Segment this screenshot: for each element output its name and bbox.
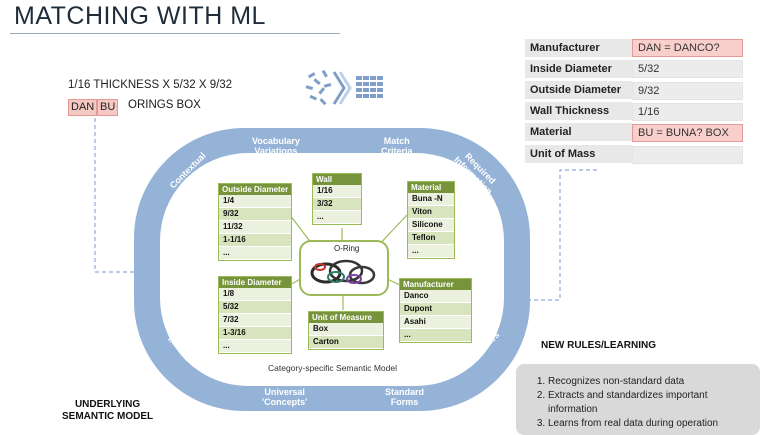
category-unit-of-measure: Unit of Measure Box Carton [308,311,384,350]
learning-panel: Recognizes non-standard data Extracts an… [516,364,760,435]
category-header: Unit of Measure [309,312,383,323]
attr-label-outside-diameter: Outside Diameter [525,81,632,99]
oring-image [310,259,376,285]
category-row: 1-1/16 [219,234,291,247]
scattered-data-icon [305,69,332,106]
learning-item: Extracts and standardizes important info… [548,389,752,417]
category-header: Inside Diameter [219,277,291,288]
category-row: ... [219,247,291,260]
category-row: Teflon [408,232,454,245]
attr-label-manufacturer: Manufacturer [525,39,632,57]
page-title: MATCHING WITH ML [14,2,266,30]
category-header: Material [408,182,454,193]
category-row: Box [309,323,383,336]
category-row: 5/32 [219,301,291,314]
category-outside-diameter: Outside Diameter 1/4 9/32 11/32 1-1/16 .… [218,183,292,261]
category-row: Carton [309,336,383,349]
category-row: 1/8 [219,288,291,301]
attr-label-material: Material [525,123,632,141]
learning-item: Learns from real data during operation [548,417,752,431]
attr-value-unit-of-mass [632,146,743,164]
ring-label-vocabulary: Vocabulary Variations [252,136,300,156]
category-row: Buna -N [408,193,454,206]
category-header: Manufacturer [400,279,471,290]
ring-label-universal: Universal 'Concepts' [262,387,308,407]
ring-label-standard: Standard Forms [385,387,425,407]
attr-value-inside-diameter: 5/32 [632,60,743,78]
attr-label-wall-thickness: Wall Thickness [525,102,632,120]
category-row: Asahi [400,316,471,329]
ring-label-match: Match Criteria [381,136,413,156]
category-row: 1-3/16 [219,327,291,340]
category-row: 1/4 [219,195,291,208]
attr-value-manufacturer: DAN = DANCO? [632,39,743,57]
category-manufacturer: Manufacturer Danco Dupont Asahi ... [399,278,472,343]
attr-value-wall-thickness: 1/16 [632,103,743,121]
learning-item: Recognizes non-standard data [548,375,752,389]
title-underline [10,33,340,34]
category-inside-diameter: Inside Diameter 1/8 5/32 7/32 1-3/16 ... [218,276,292,354]
raw-input-rest: ORINGS BOX [128,99,201,111]
category-row: Silicone [408,219,454,232]
attr-label-inside-diameter: Inside Diameter [525,60,632,78]
category-row: 11/32 [219,221,291,234]
category-row: Danco [400,290,471,303]
learning-list: Recognizes non-standard data Extracts an… [516,364,760,431]
oring-center-label: O-Ring [334,244,360,253]
grid-data-icon [356,76,383,98]
category-header: Wall [313,174,361,185]
category-wall: Wall 1/16 3/32 ... [312,173,362,225]
category-row: 3/32 [313,198,361,211]
category-header: Outside Diameter [219,184,291,195]
category-material: Material Buna -N Viton Silicone Teflon .… [407,181,455,259]
underlying-semantic-model-label: UNDERLYING SEMANTIC MODEL [62,399,154,422]
raw-tag-dan: DAN [68,99,98,116]
new-rules-title: NEW RULES/LEARNING [541,340,656,351]
category-row: 9/32 [219,208,291,221]
raw-tag-bu: BU [97,99,119,116]
chevron-right-icon [332,71,346,105]
category-row: 7/32 [219,314,291,327]
category-row: Viton [408,206,454,219]
category-row: 1/16 [313,185,361,198]
category-row: Dupont [400,303,471,316]
category-row: ... [400,329,471,342]
category-row: ... [313,211,361,224]
raw-input-line: 1/16 THICKNESS X 5/32 X 9/32 [68,79,233,91]
semantic-model-caption: Category-specific Semantic Model [268,363,397,373]
attr-value-outside-diameter: 9/32 [632,82,743,100]
category-row: ... [408,245,454,258]
category-row: ... [219,340,291,353]
attr-label-unit-of-mass: Unit of Mass [525,145,632,163]
ml-transform-icon [305,69,383,106]
attr-value-material: BU = BUNA? BOX [632,124,743,142]
